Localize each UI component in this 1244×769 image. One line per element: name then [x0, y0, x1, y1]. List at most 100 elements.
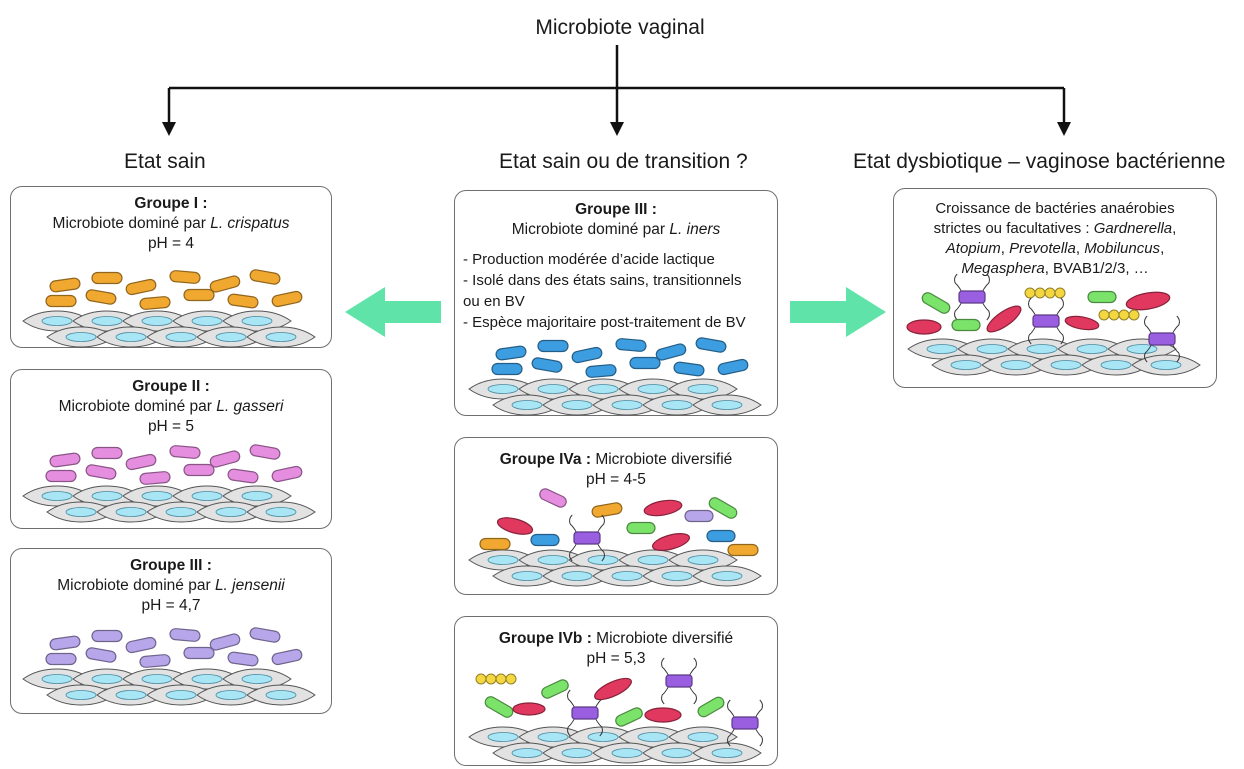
group-1-species: L. crispatus: [210, 215, 290, 232]
column-title-transition: Etat sain ou de transition ?: [499, 150, 748, 173]
box-group-4b: Groupe IVb : Microbiote diversifié pH = …: [454, 616, 778, 766]
cell-nucleus: [165, 332, 197, 342]
bacterium-rod: [209, 450, 241, 468]
cell-nucleus: [661, 748, 693, 758]
bacterium-rod: [125, 636, 157, 654]
bacterium-rod: [271, 290, 303, 308]
bacterium-rod: [139, 471, 171, 485]
bacterium-rod: [85, 464, 117, 480]
coccus: [1024, 287, 1036, 299]
cell-nucleus: [41, 674, 73, 684]
flagellated-bacterium: [661, 657, 697, 705]
cell-nucleus: [561, 400, 593, 410]
group-3j-name: Groupe III :: [130, 557, 212, 574]
cell-nucleus: [165, 507, 197, 517]
bacterium-rod: [209, 275, 241, 293]
bv-atopium: Atopium: [945, 240, 1001, 257]
group-3j-illustration: [22, 627, 316, 706]
cell-nucleus: [191, 674, 223, 684]
bacterium-rod: [49, 635, 81, 651]
bacterium-rod: [169, 628, 201, 642]
arrow-left: [345, 287, 441, 337]
box-group-3-jensenii: Groupe III : Microbiote dominé par L. je…: [10, 548, 332, 714]
cell-nucleus: [41, 316, 73, 326]
bacterium-rod: [49, 452, 81, 468]
group-4b-ph: pH = 5,3: [586, 650, 646, 667]
bacterium-rod: [706, 529, 736, 543]
cell-nucleus: [1000, 360, 1032, 370]
cell-nucleus: [265, 332, 297, 342]
cell-nucleus: [41, 491, 73, 501]
bacterium-rod: [537, 339, 569, 353]
group-1-desc: Microbiote dominé par: [52, 215, 206, 232]
flagellated-bacterium: [1028, 297, 1064, 345]
cell-nucleus: [711, 748, 743, 758]
bacterium-rod: [125, 453, 157, 471]
bacterium-rod: [539, 488, 567, 508]
cell-nucleus: [487, 384, 519, 394]
bacterium-rod: [169, 445, 201, 459]
cell-nucleus: [115, 332, 147, 342]
bacterium-oval: [512, 702, 546, 716]
cell-nucleus: [1150, 360, 1182, 370]
coccus: [505, 673, 517, 685]
cell-nucleus: [65, 507, 97, 517]
flagellated-bacterium: [727, 699, 763, 747]
group-4a-name: Groupe IVa :: [499, 451, 592, 468]
cell-nucleus: [487, 555, 519, 565]
bacterium-rod: [271, 648, 303, 666]
cell-nucleus: [1100, 360, 1132, 370]
bv-mobiluncus: Mobiluncus: [1084, 240, 1161, 257]
group-4b-illustration: [468, 657, 763, 764]
group-3i-bullet-1: - Production modérée d’acide lactique: [463, 251, 715, 268]
coccus: [1098, 309, 1110, 321]
cell-nucleus: [91, 316, 123, 326]
cell-nucleus: [215, 332, 247, 342]
bacterium-rod: [45, 652, 77, 666]
cell-nucleus: [141, 674, 173, 684]
bv-sep-2: ,: [1075, 240, 1085, 257]
bacterium-rod: [183, 288, 215, 302]
group-2-ph: pH = 5: [147, 418, 195, 435]
cell-nucleus: [637, 732, 669, 742]
bv-line-2c: ,: [1172, 220, 1177, 237]
bacterium-oval: [1125, 291, 1171, 311]
cell-nucleus: [165, 690, 197, 700]
tree-connectors: [162, 45, 1071, 136]
cell-nucleus: [215, 507, 247, 517]
bacterium-oval: [644, 707, 682, 723]
group-3i-desc: Microbiote dominé par: [511, 221, 666, 238]
bacterium-rod: [495, 345, 527, 361]
group-4a-illustration: [468, 488, 762, 587]
cell-nucleus: [215, 690, 247, 700]
group-2-desc: Microbiote dominé par: [58, 398, 212, 415]
group-2-name: Groupe II :: [132, 378, 210, 395]
group-3i-bullet-2: - Isolé dans des états sains, transition…: [463, 272, 742, 289]
group-2-species: L. gasseri: [216, 398, 284, 415]
bacterium-rod: [85, 289, 117, 305]
cell-nucleus: [265, 507, 297, 517]
box-group-2: Groupe II : Microbiote dominé par L. gas…: [10, 369, 332, 529]
cell-nucleus: [241, 491, 273, 501]
bv-megasphera: Megasphera: [961, 260, 1045, 277]
cell-nucleus: [91, 674, 123, 684]
cell-nucleus: [611, 571, 643, 581]
cell-nucleus: [637, 384, 669, 394]
diagram-title: Microbiote vaginal: [535, 16, 705, 39]
bacterium-rod: [183, 646, 215, 660]
bacterium-rod: [183, 463, 215, 477]
bv-line-1: Croissance de bactéries anaérobies: [935, 200, 1175, 217]
bacterium-rod: [629, 356, 661, 370]
box-group-3-iners: Groupe III : Microbiote dominé par L. in…: [454, 190, 778, 416]
cell-nucleus: [511, 400, 543, 410]
bacterium-oval: [986, 305, 1022, 333]
group-1-illustration: [22, 269, 316, 348]
cell-nucleus: [487, 732, 519, 742]
cell-nucleus: [65, 332, 97, 342]
coccus: [485, 673, 497, 685]
group-3i-illustration: [468, 337, 762, 416]
bacterium-rod: [249, 269, 281, 285]
cell-nucleus: [91, 491, 123, 501]
cell-nucleus: [537, 384, 569, 394]
flagellated-bacterium: [569, 514, 605, 562]
